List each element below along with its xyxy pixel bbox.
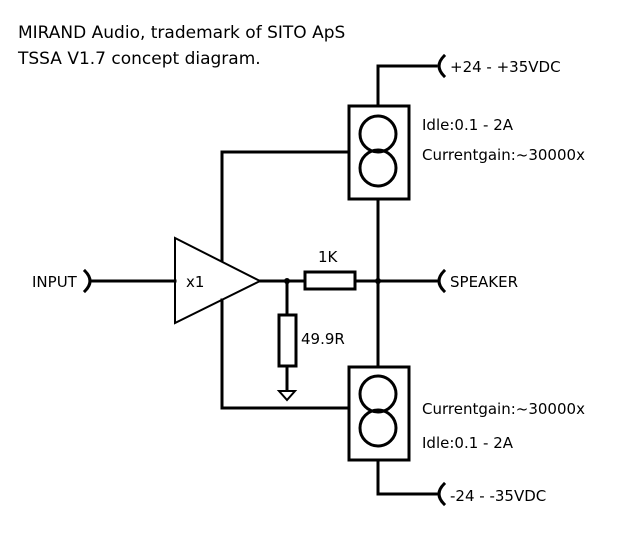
positive-supply-terminal — [376, 53, 447, 108]
junction-dot-output — [375, 278, 381, 284]
negative-supply-terminal — [376, 458, 447, 507]
positive-supply-label: +24 - +35VDC — [450, 58, 561, 76]
top-gain-label: Currentgain:~30000x — [422, 146, 585, 164]
speaker-terminal — [437, 268, 447, 294]
ground-symbol — [276, 390, 298, 402]
shunt-resistor-label: 49.9R — [301, 330, 345, 348]
top-idle-label: Idle:0.1 - 2A — [422, 116, 514, 134]
amplifier-label: x1 — [186, 273, 204, 291]
title-line-1: MIRAND Audio, trademark of SITO ApS — [18, 23, 345, 43]
shunt-resistor — [277, 313, 298, 368]
bottom-drive-wire — [220, 298, 351, 410]
speaker-label: SPEAKER — [450, 273, 518, 291]
top-drive-wire — [220, 150, 351, 270]
bottom-gain-label: Currentgain:~30000x — [422, 400, 585, 418]
title-line-2: TSSA V1.7 concept diagram. — [17, 49, 261, 69]
input-terminal — [82, 268, 177, 294]
negative-supply-label: -24 - -35VDC — [450, 487, 546, 505]
bottom-current-source — [347, 365, 411, 462]
series-resistor — [303, 270, 357, 291]
top-current-source — [347, 104, 411, 201]
bottom-idle-label: Idle:0.1 - 2A — [422, 434, 514, 452]
series-resistor-label: 1K — [318, 248, 339, 266]
input-label: INPUT — [32, 273, 78, 291]
